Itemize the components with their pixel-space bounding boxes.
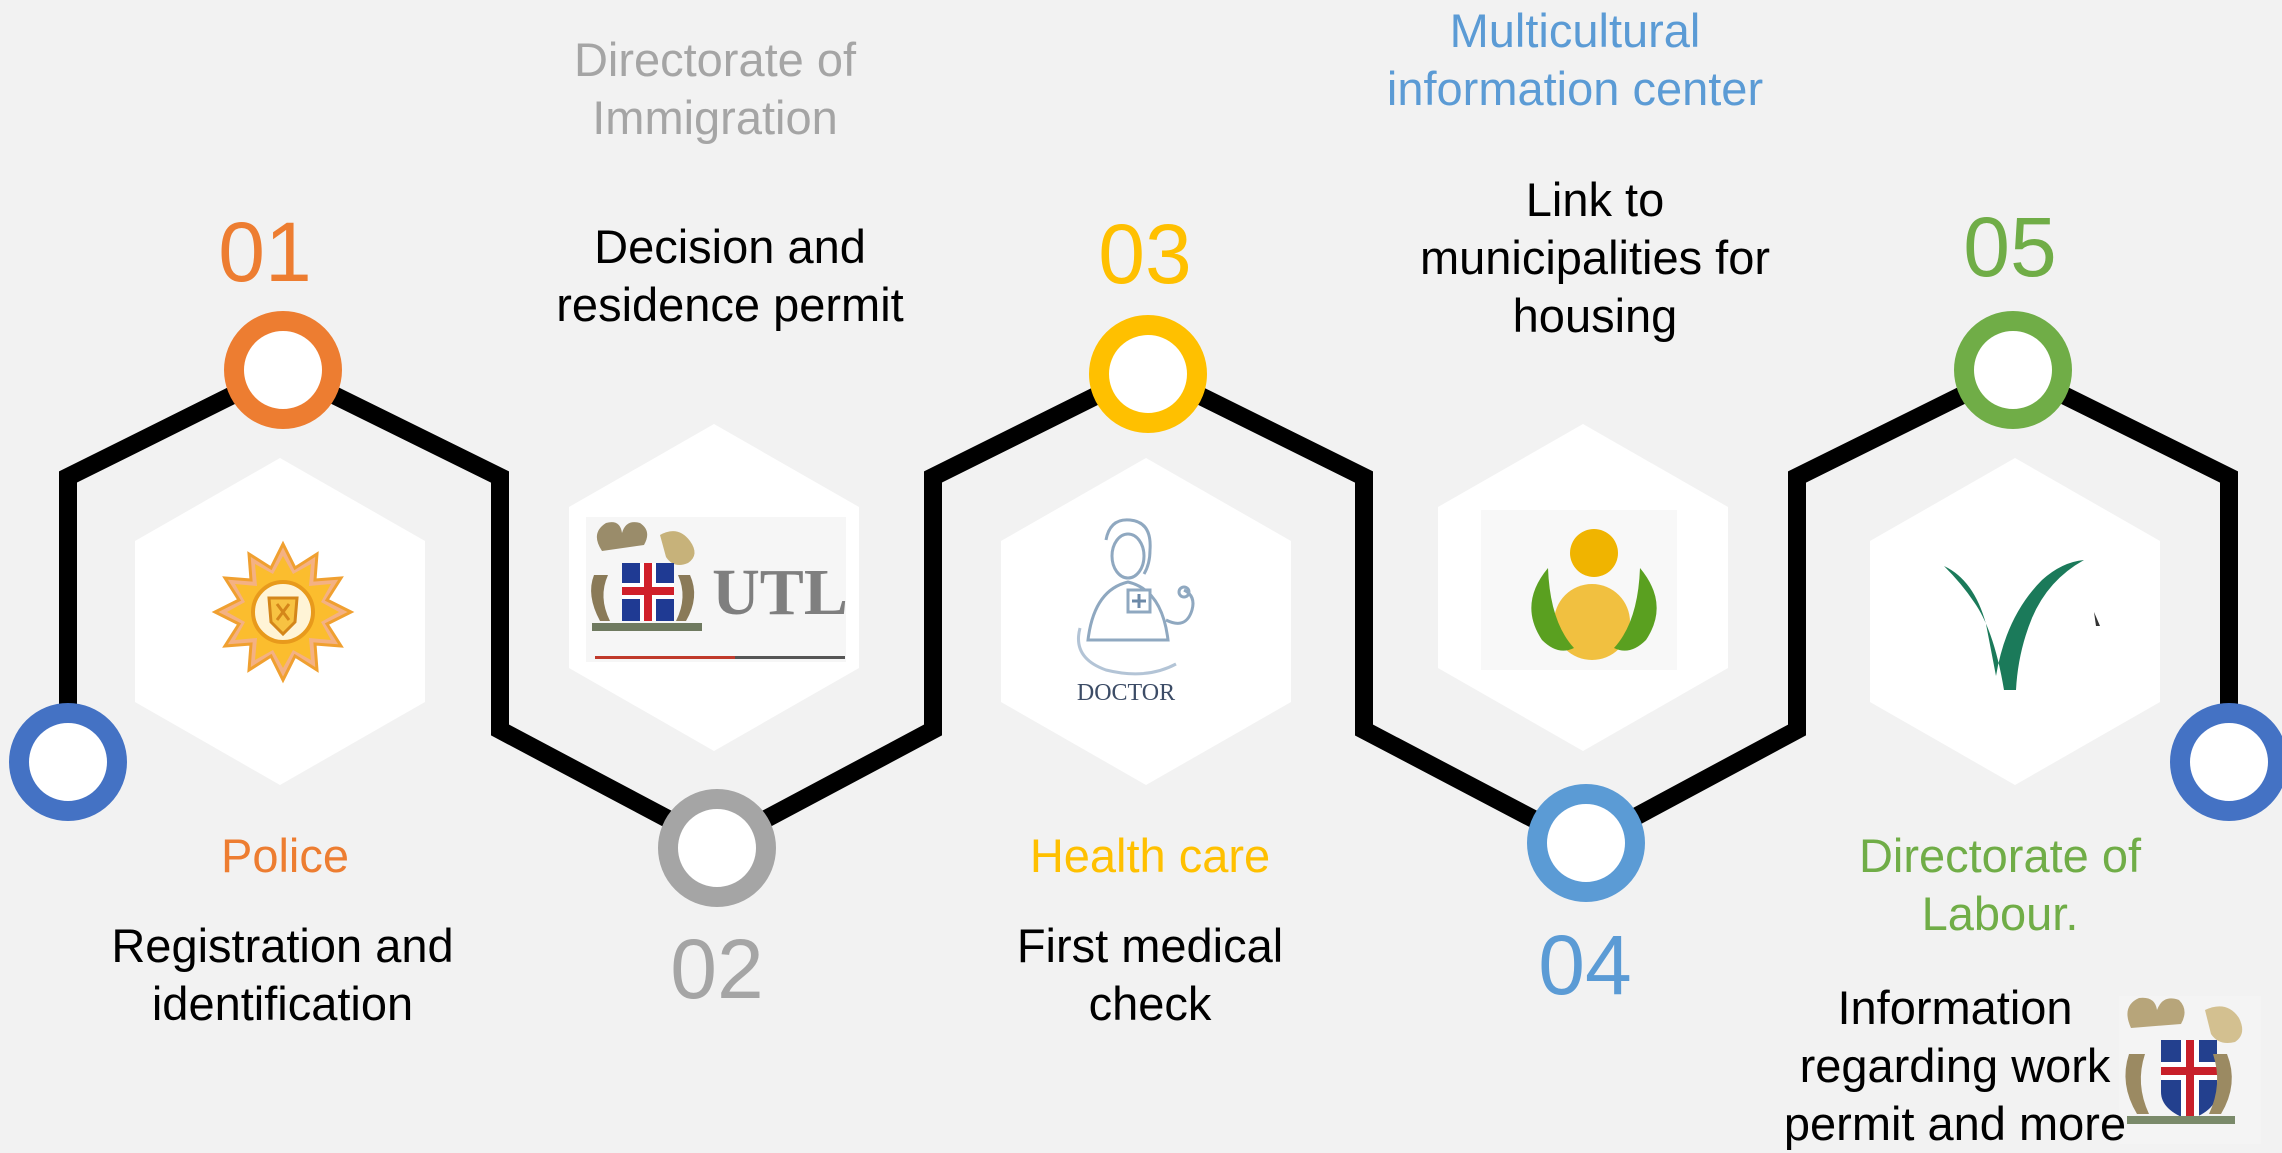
step-05-description-line-2: regarding work — [1799, 1039, 2111, 1092]
step-04-org-line-1: Multicultural — [1449, 4, 1701, 57]
step-03-description: First medical check — [985, 917, 1315, 1033]
step-02-org-line-2: Immigration — [592, 91, 838, 144]
step-01-number: 01 — [218, 205, 312, 299]
step-01-description-line-1: Registration and — [111, 919, 454, 972]
step-05-org-line-1: Directorate of — [1858, 829, 2142, 882]
start-endpoint-circle — [9, 703, 127, 821]
multicultural-left-leaf-icon — [1531, 568, 1574, 651]
step-05-org: Directorate of Labour. — [1800, 827, 2200, 943]
step-04-description-line-2: municipalities for — [1419, 231, 1771, 284]
doctor-illustration-icon — [1077, 518, 1195, 676]
step-01-description-line-2: identification — [151, 977, 414, 1030]
police-sun-emblem-icon — [211, 540, 355, 684]
multicultural-head-icon — [1570, 529, 1618, 577]
step-04-description-line-3: housing — [1512, 289, 1678, 342]
multicultural-body-icon — [1554, 584, 1630, 660]
step-01-description: Registration and identification — [90, 917, 475, 1033]
multicultural-right-leaf-icon — [1614, 568, 1657, 651]
directorate-of-labour-logo-icon — [1944, 560, 2100, 690]
iceland-coat-of-arms-corner-icon — [2119, 996, 2261, 1144]
end-endpoint-circle — [2170, 703, 2282, 821]
step-02-description-line-2: residence permit — [556, 278, 904, 331]
utl-dark-rule — [735, 656, 845, 659]
doctor-logo-text: DOCTOR — [1077, 680, 1175, 706]
step-03-org: Health care — [1029, 829, 1271, 882]
step-03-circle — [1089, 315, 1207, 433]
step-05-description: Information regarding work permit and mo… — [1750, 979, 2160, 1153]
step-05-description-line-1: Information — [1837, 981, 2073, 1034]
iceland-coat-of-arms-icon — [591, 522, 702, 631]
step-03-number: 03 — [1098, 207, 1192, 301]
step-02-org-line-1: Directorate of — [573, 33, 857, 86]
step-02-circle — [658, 789, 776, 907]
hexagon-3 — [1001, 458, 1291, 785]
step-05-org-line-2: Labour. — [1921, 887, 2079, 940]
step-02-description-line-1: Decision and — [594, 220, 866, 273]
step-03-description-line-2: check — [1088, 977, 1212, 1030]
step-02-org: Directorate of Immigration — [510, 31, 920, 147]
step-02-number: 02 — [670, 922, 764, 1016]
step-05-description-line-3: permit and more — [1783, 1097, 2127, 1150]
utl-logo-text: UTL — [712, 556, 848, 629]
step-05-circle — [1954, 311, 2072, 429]
step-05-number: 05 — [1963, 200, 2057, 294]
step-01-circle — [224, 311, 342, 429]
utl-red-rule — [595, 656, 735, 659]
step-04-org-line-2: information center — [1386, 62, 1764, 115]
step-01-org: Police — [220, 829, 349, 882]
step-04-number: 04 — [1538, 918, 1632, 1012]
step-04-description-line-1: Link to — [1525, 173, 1665, 226]
step-03-description-line-1: First medical — [1016, 919, 1284, 972]
step-02-description: Decision and residence permit — [530, 218, 930, 334]
step-04-description: Link to municipalities for housing — [1380, 171, 1810, 345]
utl-logo: UTL — [586, 517, 848, 662]
step-04-circle — [1527, 784, 1645, 902]
step-04-org: Multicultural information center — [1335, 2, 1815, 118]
multicultural-center-logo — [1481, 510, 1677, 670]
